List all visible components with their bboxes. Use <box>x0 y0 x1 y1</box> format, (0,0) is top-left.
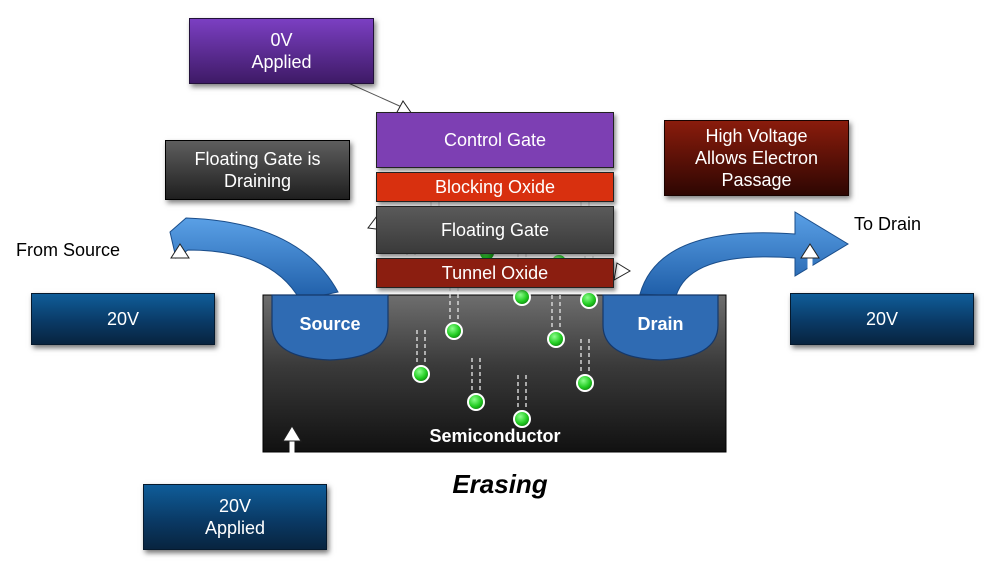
tunnel-oxide-label: Tunnel Oxide <box>441 263 549 283</box>
electron-icon <box>513 288 531 306</box>
electron-icon <box>513 410 531 428</box>
high-voltage-callout: High Voltage Allows Electron Passage <box>664 120 849 196</box>
drain-region-text: Drain <box>603 312 718 336</box>
source-well <box>271 294 389 361</box>
drain-voltage-label: 20V <box>865 309 899 329</box>
drain-well <box>602 294 719 361</box>
electron-icon <box>576 374 594 392</box>
electron-icon <box>580 291 598 309</box>
bottom-voltage-label: 20V Applied <box>204 496 266 538</box>
electron-icon <box>547 330 565 348</box>
caption-text: Erasing <box>400 468 600 500</box>
electron-icon <box>412 365 430 383</box>
electron-icon <box>445 322 463 340</box>
high-voltage-label: High Voltage Allows Electron Passage <box>694 126 819 190</box>
caption-label: Erasing <box>452 469 548 499</box>
drain-voltage-box: 20V <box>790 293 974 345</box>
floating-gate-label: Floating Gate <box>440 220 550 240</box>
blocking-oxide-layer: Blocking Oxide <box>376 172 614 202</box>
to-drain-flow-arrow <box>639 211 849 297</box>
to-drain-text: To Drain <box>854 212 964 236</box>
draining-callout: Floating Gate is Draining <box>165 140 350 200</box>
control-gate-label: Control Gate <box>443 130 547 150</box>
high-voltage-pointer-arrow <box>622 194 688 270</box>
from-source-label: From Source <box>16 240 121 260</box>
source-voltage-box: 20V <box>31 293 215 345</box>
semiconductor-text: Semiconductor <box>380 424 610 448</box>
zero-v-callout: 0V Applied <box>189 18 374 84</box>
semiconductor-label: Semiconductor <box>429 426 561 446</box>
electron-icon <box>467 393 485 411</box>
blocking-oxide-label: Blocking Oxide <box>434 177 556 197</box>
floating-gate-layer: Floating Gate <box>376 206 614 254</box>
tunnel-oxide-layer: Tunnel Oxide <box>376 258 614 288</box>
from-source-flow-arrow <box>169 217 339 301</box>
draining-pointer-arrow <box>346 198 376 224</box>
draining-label: Floating Gate is Draining <box>194 149 321 191</box>
drain-label: Drain <box>637 314 684 334</box>
source-label: Source <box>299 314 361 334</box>
to-drain-label: To Drain <box>854 214 922 234</box>
pointer-arrows <box>170 79 820 482</box>
bottom-voltage-box: 20V Applied <box>143 484 327 550</box>
source-voltage-label: 20V <box>106 309 140 329</box>
from-source-text: From Source <box>16 238 156 262</box>
control-gate-layer: Control Gate <box>376 112 614 168</box>
source-region-text: Source <box>272 312 388 336</box>
zero-v-label: 0V Applied <box>251 30 312 72</box>
